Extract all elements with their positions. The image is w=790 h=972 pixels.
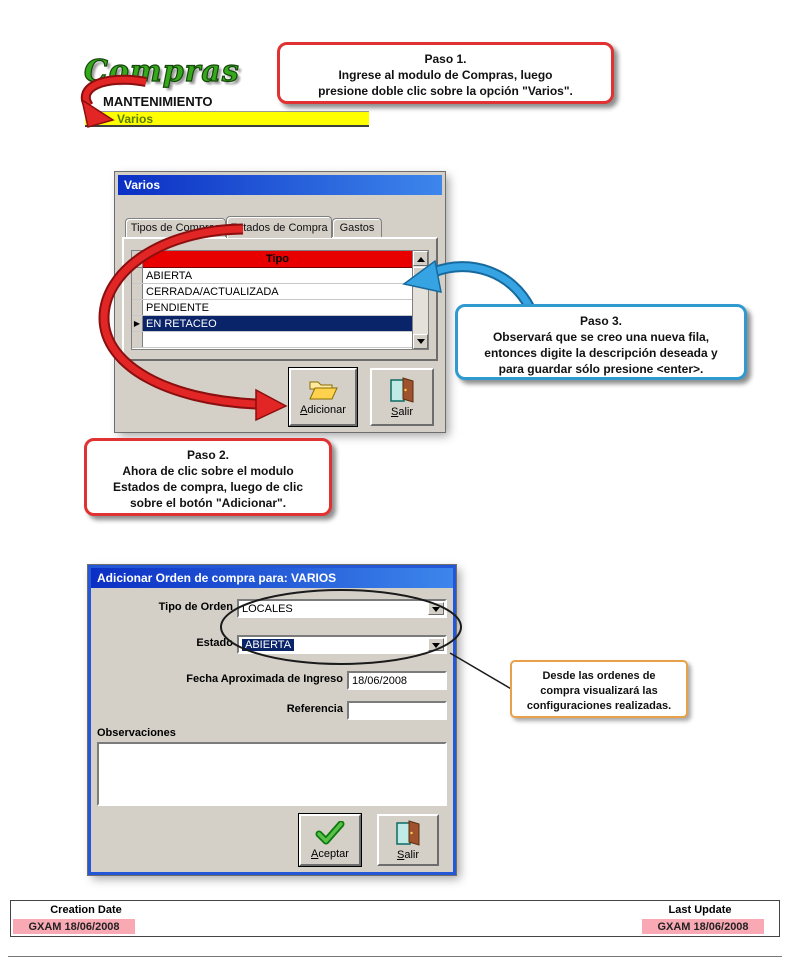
- grid-cell-empty: [143, 332, 412, 347]
- row-marker-icon: ▶: [133, 319, 141, 328]
- grid-row-abierta[interactable]: ABIERTA: [132, 268, 412, 284]
- grid-main: Tipo ABIERTA CERRADA/ACTUALIZADA PENDIEN…: [132, 251, 412, 349]
- creation-date-label: Creation Date: [50, 904, 122, 916]
- last-update-label: Last Update: [668, 904, 732, 916]
- footer-box: [10, 900, 780, 937]
- callout-nota-line: configuraciones realizadas.: [526, 700, 672, 712]
- callout-paso3-line: Observará que se creo una nueva fila,: [492, 330, 710, 344]
- callout-nota-line: Desde las ordenes de: [542, 670, 656, 682]
- grid-header-selector: [132, 251, 143, 268]
- dialog-orden-titlebar[interactable]: Adicionar Orden de compra para: VARIOS: [91, 568, 453, 588]
- dialog-varios-title: Varios: [124, 178, 161, 192]
- tipo-dropdown-button[interactable]: [428, 602, 444, 615]
- observaciones-label: Observaciones: [97, 727, 176, 739]
- estado-dropdown-button[interactable]: [428, 638, 444, 651]
- menu-group-mantenimiento[interactable]: MANTENIMIENTO: [103, 94, 213, 109]
- check-icon: [315, 820, 345, 844]
- callout-paso3: Paso 3. Observará que se creo una nueva …: [455, 304, 747, 380]
- page-bottom-rule: [8, 956, 782, 957]
- grid-header-tipo: Tipo: [143, 251, 412, 268]
- row-selector: [132, 284, 143, 299]
- salir-button-label: Salir: [396, 848, 419, 861]
- callout-paso1-title: Paso 1.: [424, 52, 467, 66]
- chevron-down-icon: [432, 606, 440, 616]
- salir-button-label: Salir: [390, 405, 413, 418]
- estados-grid: Tipo ABIERTA CERRADA/ACTUALIZADA PENDIEN…: [131, 250, 429, 350]
- exit-door-icon: [396, 819, 420, 846]
- tab-label: Estados de Compra: [230, 221, 328, 234]
- tab-gastos[interactable]: Gastos: [332, 218, 382, 237]
- tab-panel-estados: Tipo ABIERTA CERRADA/ACTUALIZADA PENDIEN…: [122, 237, 438, 361]
- dialog-orden: Adicionar Orden de compra para: VARIOS T…: [87, 564, 457, 876]
- tab-label: Tipos de Compras: [130, 222, 221, 234]
- grid-scrollbar[interactable]: [412, 251, 428, 349]
- grid-cell: CERRADA/ACTUALIZADA: [146, 285, 279, 298]
- callout-paso2-line: Ahora de clic sobre el modulo: [122, 464, 294, 478]
- scrollbar-down-button[interactable]: [413, 334, 428, 349]
- grid-cell: EN RETACEO: [143, 316, 412, 331]
- callout-paso3-line: para guardar sólo presione <enter>.: [498, 362, 704, 376]
- last-update-value: GXAM 18/06/2008: [642, 919, 764, 934]
- scrollbar-up-button[interactable]: [413, 251, 428, 266]
- referencia-input[interactable]: [347, 701, 447, 720]
- grid-row-pendiente[interactable]: PENDIENTE: [132, 300, 412, 316]
- tab-estados-de-compra[interactable]: Estados de Compra: [226, 216, 332, 238]
- scrollbar-thumb[interactable]: [413, 267, 428, 287]
- menu-item-varios[interactable]: Varios: [85, 111, 369, 127]
- estado-combobox[interactable]: ABIERTA: [237, 635, 447, 654]
- callout-paso3-line: entonces digite la descripción deseada y: [484, 346, 718, 360]
- aceptar-button-label: Aceptar: [311, 847, 349, 860]
- fecha-input[interactable]: [347, 671, 447, 690]
- arrow-down-icon: [416, 338, 425, 348]
- arrow-up-icon: [416, 253, 425, 262]
- referencia-label: Referencia: [286, 703, 343, 715]
- grid-row-cerrada[interactable]: CERRADA/ACTUALIZADA: [132, 284, 412, 300]
- callout-nota-line: compra visualizará las: [540, 685, 658, 697]
- open-folder-icon: [309, 381, 338, 399]
- callout-paso2-line: Estados de compra, luego de clic: [112, 480, 304, 494]
- grid-cell: ABIERTA: [146, 269, 193, 282]
- aceptar-button[interactable]: Aceptar: [298, 813, 362, 867]
- row-selector: [132, 268, 143, 283]
- callout-paso2: Paso 2. Ahora de clic sobre el modulo Es…: [84, 438, 332, 516]
- row-selector: [132, 332, 143, 347]
- chevron-down-icon: [432, 642, 440, 652]
- grid-header-row: Tipo: [132, 251, 412, 268]
- grid-cell: PENDIENTE: [146, 301, 209, 314]
- tipo-de-orden-value: LOCALES: [242, 602, 293, 615]
- grid-row-en-retaceo-selected[interactable]: ▶ EN RETACEO: [132, 316, 412, 332]
- callout-paso2-line: sobre el botón "Adicionar".: [129, 496, 287, 510]
- callout-paso1-line: Ingrese al modulo de Compras, luego: [338, 68, 553, 82]
- callout-paso2-title: Paso 2.: [186, 448, 230, 462]
- callout-paso1: Paso 1. Ingrese al modulo de Compras, lu…: [277, 42, 614, 104]
- exit-door-icon: [390, 376, 414, 403]
- tab-tipos-de-compras[interactable]: Tipos de Compras: [125, 218, 226, 237]
- row-selector-current: ▶: [132, 316, 143, 331]
- salir-button-orden[interactable]: Salir: [377, 814, 439, 866]
- row-selector: [132, 300, 143, 315]
- dialog-varios: Varios Tipos de Compras Estados de Compr…: [114, 171, 446, 433]
- estado-label: Estado: [196, 637, 233, 649]
- tipo-de-orden-label: Tipo de Orden: [158, 601, 233, 613]
- estado-value-selected: ABIERTA: [242, 638, 295, 651]
- adicionar-button[interactable]: Adicionar: [288, 367, 358, 427]
- callout-paso1-line: presione doble clic sobre la opción "Var…: [318, 84, 573, 98]
- fecha-label: Fecha Aproximada de Ingreso: [186, 673, 343, 685]
- tipo-de-orden-combobox[interactable]: LOCALES: [237, 599, 447, 618]
- callout-paso3-title: Paso 3.: [579, 314, 623, 328]
- tab-label: Gastos: [339, 222, 375, 234]
- callout-ordenes-nota: Desde las ordenes de compra visualizará …: [510, 660, 688, 718]
- dialog-orden-title: Adicionar Orden de compra para: VARIOS: [97, 571, 337, 585]
- grid-row-empty[interactable]: [132, 332, 412, 348]
- menu-item-varios-label: Varios: [117, 111, 154, 126]
- compras-logo: Compras: [83, 53, 240, 89]
- creation-date-value: GXAM 18/06/2008: [13, 919, 135, 934]
- observaciones-textarea[interactable]: [97, 742, 447, 806]
- dialog-varios-titlebar[interactable]: Varios: [118, 175, 442, 195]
- adicionar-button-label: Adicionar: [300, 403, 346, 416]
- salir-button-varios[interactable]: Salir: [370, 368, 434, 426]
